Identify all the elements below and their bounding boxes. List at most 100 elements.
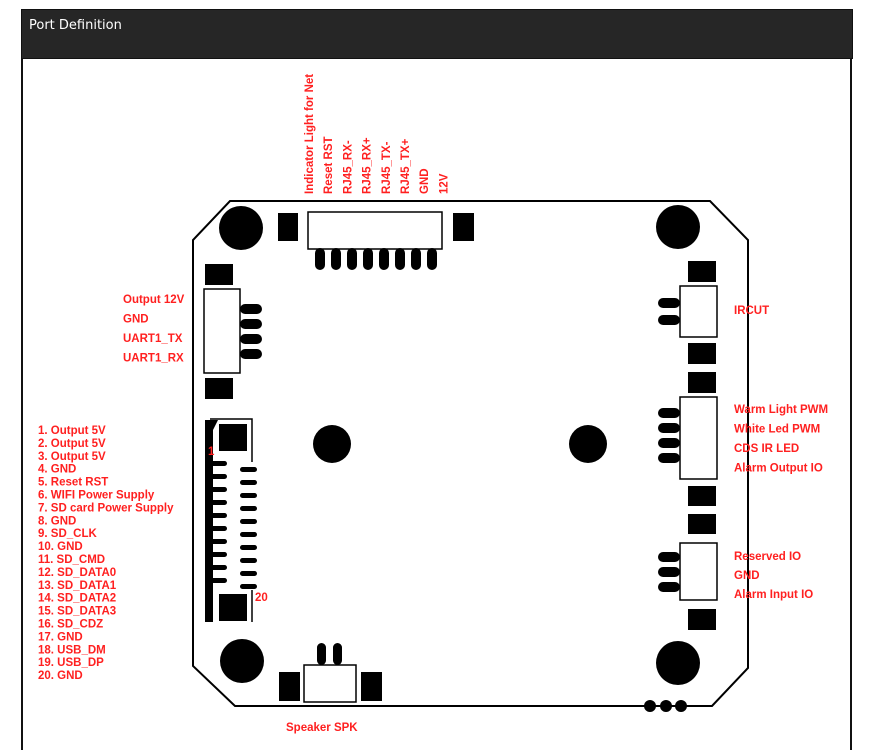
fpc-connector-label: 10. GND: [38, 541, 83, 553]
right-alarm-connector-pin: [658, 567, 680, 577]
uart-connector-pin: [240, 349, 262, 359]
fpc-pin-odd: [210, 578, 227, 583]
top-connector-label: GND: [419, 168, 431, 194]
right-alarm-connector-label: Reserved IO: [734, 551, 801, 563]
fpc-pin-odd: [210, 526, 227, 531]
uart-connector-label: UART1_RX: [123, 353, 184, 365]
fpc-connector-label: 3. Output 5V: [38, 451, 106, 463]
top-connector-pin: [347, 248, 357, 270]
uart-connector-label: Output 12V: [123, 294, 185, 306]
fpc-connector-label: 1. Output 5V: [38, 425, 106, 437]
fpc-pin-odd: [210, 565, 227, 570]
top-connector-pin: [331, 248, 341, 270]
fpc-pin-even: [240, 532, 257, 537]
panel-header: Port Definition: [21, 9, 853, 59]
fpc-pin-first-label: 1: [208, 446, 215, 458]
right-alarm-connector-pin: [658, 582, 680, 592]
right-light-connector-label: White Led PWM: [734, 424, 820, 436]
right-alarm-connector-label: GND: [734, 570, 760, 582]
right-alarm-connector: [658, 514, 718, 630]
test-point-1: [644, 700, 656, 712]
test-point-3: [675, 700, 687, 712]
top-connector-pin: [395, 248, 405, 270]
fpc-connector-label: 13. SD_DATA1: [38, 580, 117, 592]
right-ircut-connector-label: IRCUT: [734, 305, 769, 317]
top-connector-label: 12V: [438, 173, 450, 194]
top-connector-label: RJ45_TX-: [381, 141, 393, 194]
fpc-pin-odd: [210, 513, 227, 518]
right-light-connector-label: Warm Light PWM: [734, 404, 828, 416]
fpc-connector-label: 11. SD_CMD: [38, 554, 105, 566]
left-fpc-connector: [205, 418, 257, 622]
top-connector-pin: [411, 248, 421, 270]
top-connector-label: RJ45_RX+: [362, 137, 374, 194]
mounting-hole-bottom-left: [220, 639, 264, 683]
right-alarm-connector-label: Alarm Input IO: [734, 589, 813, 601]
mounting-hole-top-right: [656, 205, 700, 249]
fpc-pin-odd: [210, 474, 227, 479]
fpc-connector-label: 5. Reset RST: [38, 477, 108, 489]
fpc-pin-odd: [210, 552, 227, 557]
right-light-connector: [658, 372, 718, 506]
right-light-connector-pin: [658, 453, 680, 463]
content-panel: [21, 10, 852, 750]
fpc-connector-label: 18. USB_DM: [38, 644, 106, 656]
right-light-connector-label: Alarm Output IO: [734, 463, 823, 475]
right-ircut-connector: [658, 261, 718, 364]
fpc-pin-even: [240, 571, 257, 576]
top-connector-label: RJ45_TX+: [400, 138, 412, 194]
right-light-connector-label: CDS IR LED: [734, 443, 799, 455]
uart-connector-pin: [240, 334, 262, 344]
mounting-hole-mid-right: [569, 425, 607, 463]
mounting-hole-bottom-right: [656, 641, 700, 685]
top-connector-pin: [379, 248, 389, 270]
mounting-hole-top-left: [219, 206, 263, 250]
fpc-pin-even: [240, 584, 257, 589]
uart-connector-label: UART1_TX: [123, 333, 183, 345]
fpc-pin-odd: [210, 487, 227, 492]
fpc-pin-even: [240, 506, 257, 511]
fpc-pin-even: [240, 545, 257, 550]
fpc-connector-label: 20. GND: [38, 670, 83, 682]
fpc-connector-label: 14. SD_DATA2: [38, 593, 116, 605]
right-light-connector-pin: [658, 438, 680, 448]
top-connector-pin: [427, 248, 437, 270]
left-uart-connector: [203, 264, 262, 399]
fpc-pin-odd: [210, 500, 227, 505]
fpc-connector-label: 4. GND: [38, 464, 76, 476]
right-light-connector-pin: [658, 408, 680, 418]
top-connector-pin: [315, 248, 325, 270]
top-connector-label: RJ45_RX-: [342, 140, 354, 194]
fpc-connector-label: 17. GND: [38, 631, 83, 643]
fpc-pin-last-label: 20: [255, 592, 268, 604]
top-connector-label: Indicator Light for Net: [304, 74, 316, 194]
fpc-pin-even: [240, 493, 257, 498]
fpc-connector-label: 16. SD_CDZ: [38, 619, 103, 631]
bottom-speaker-connector: [279, 643, 382, 703]
uart-connector-pin: [240, 304, 262, 314]
fpc-pin-even: [240, 480, 257, 485]
fpc-connector-label: 9. SD_CLK: [38, 528, 97, 540]
speaker-label: Speaker SPK: [286, 722, 358, 734]
top-connector-label: Reset RST: [323, 136, 335, 194]
fpc-pin-even: [240, 467, 257, 472]
top-connector: [278, 211, 474, 270]
fpc-connector-label: 2. Output 5V: [38, 438, 106, 450]
fpc-connector-label: 7. SD card Power Supply: [38, 502, 174, 514]
panel-title: Port Definition: [29, 18, 122, 33]
fpc-connector-label: 15. SD_DATA3: [38, 606, 116, 618]
fpc-connector-label: 12. SD_DATA0: [38, 567, 116, 579]
fpc-connector-label: 8. GND: [38, 515, 76, 527]
fpc-pin-even: [240, 519, 257, 524]
board-outline: [192, 200, 749, 707]
mounting-hole-mid-left: [313, 425, 351, 463]
fpc-connector-label: 19. USB_DP: [38, 657, 104, 669]
right-ircut-connector-pin: [658, 315, 680, 325]
fpc-pin-even: [240, 558, 257, 563]
fpc-pin-odd: [210, 539, 227, 544]
right-light-connector-pin: [658, 423, 680, 433]
uart-connector-label: GND: [123, 314, 149, 326]
fpc-pin-odd: [210, 461, 227, 466]
test-point-2: [660, 700, 672, 712]
